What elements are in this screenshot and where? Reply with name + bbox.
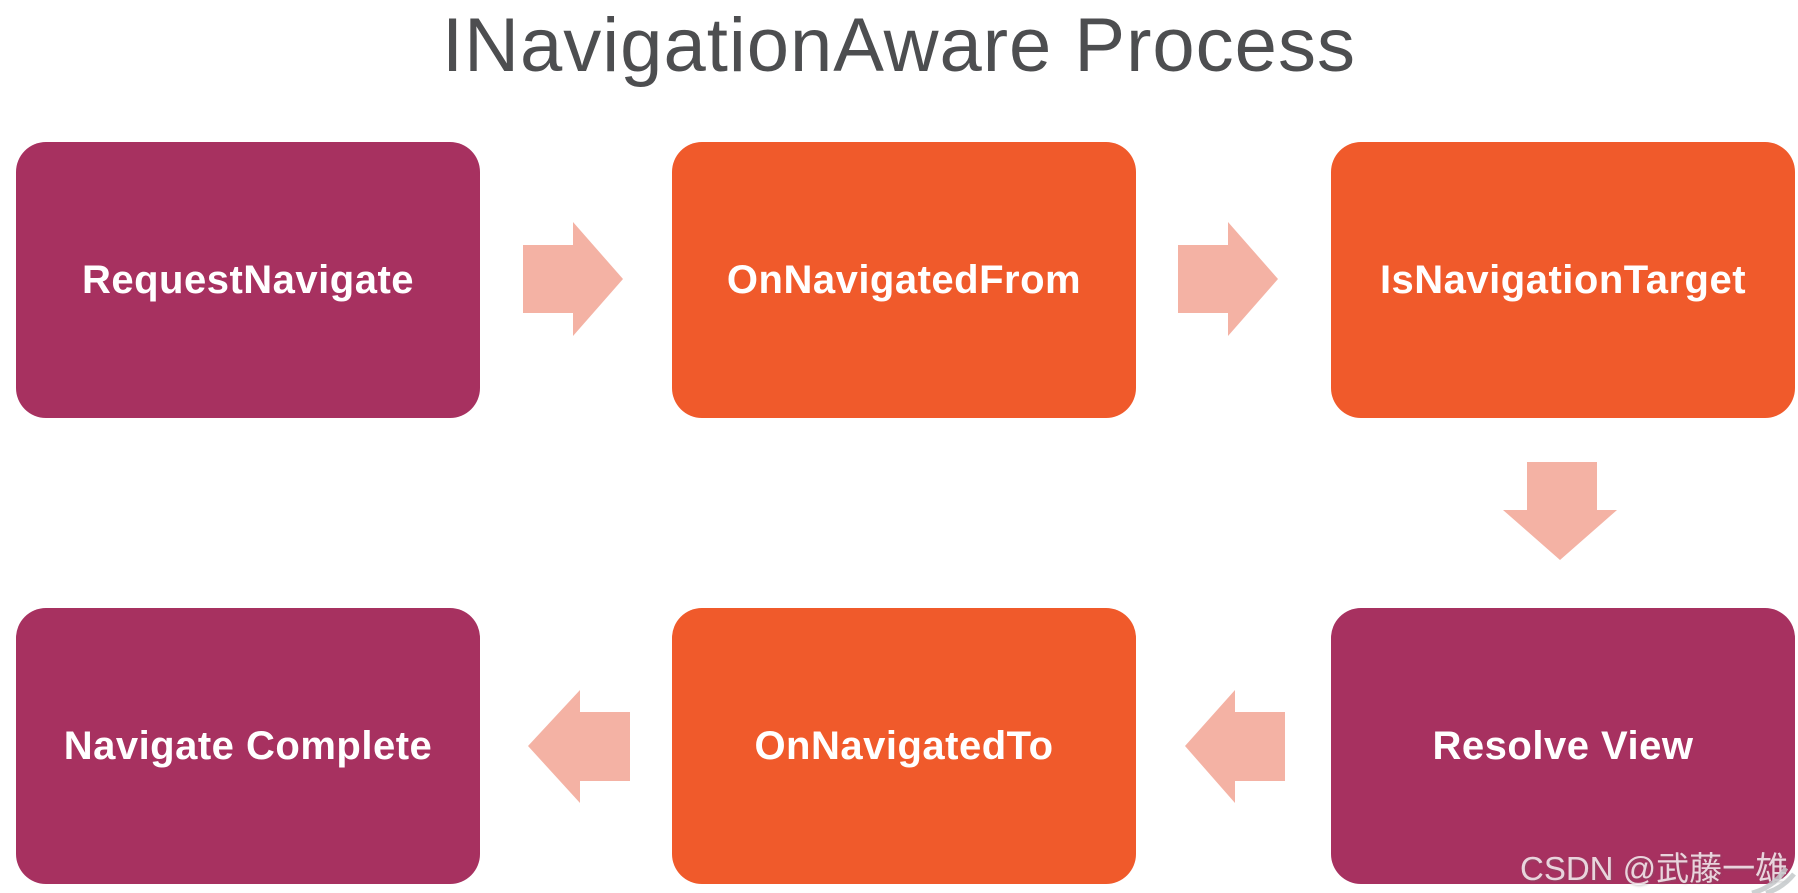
arrow-left-icon (1185, 690, 1285, 803)
flow-node-on-navigated-from: OnNavigatedFrom (672, 142, 1136, 418)
flow-node-on-navigated-to: OnNavigatedTo (672, 608, 1136, 884)
arrow-right-shape (1178, 222, 1278, 336)
page-title: INavigationAware Process (442, 3, 1356, 88)
arrow-left-shape (1185, 690, 1285, 803)
flow-node-label: Navigate Complete (63, 723, 433, 768)
flow-node-label: Resolve View (1432, 723, 1694, 768)
csdn-logo-corner-icon (1751, 866, 1796, 893)
arrow-left-shape (528, 690, 630, 803)
arrow-right-icon (523, 222, 623, 336)
flow-node-label: OnNavigatedFrom (726, 257, 1082, 302)
flow-node-resolve-view: Resolve View (1331, 608, 1795, 884)
flow-node-label: IsNavigationTarget (1379, 257, 1747, 302)
csdn-logo-arc (1765, 872, 1796, 893)
arrow-right-icon (1178, 222, 1278, 336)
flow-node-is-navigation-target: IsNavigationTarget (1331, 142, 1795, 418)
arrow-down-icon (1503, 462, 1617, 560)
arrow-down-shape (1503, 462, 1617, 560)
arrow-right-shape (523, 222, 623, 336)
csdn-watermark-text: CSDN @武藤一雄 (1520, 850, 1789, 887)
arrow-left-icon (528, 690, 630, 803)
flow-node-label: OnNavigatedTo (754, 723, 1054, 768)
flow-node-request-navigate: RequestNavigate (16, 142, 480, 418)
csdn-logo-arc (1751, 866, 1789, 893)
flow-node-label: RequestNavigate (81, 257, 415, 302)
flow-node-navigate-complete: Navigate Complete (16, 608, 480, 884)
